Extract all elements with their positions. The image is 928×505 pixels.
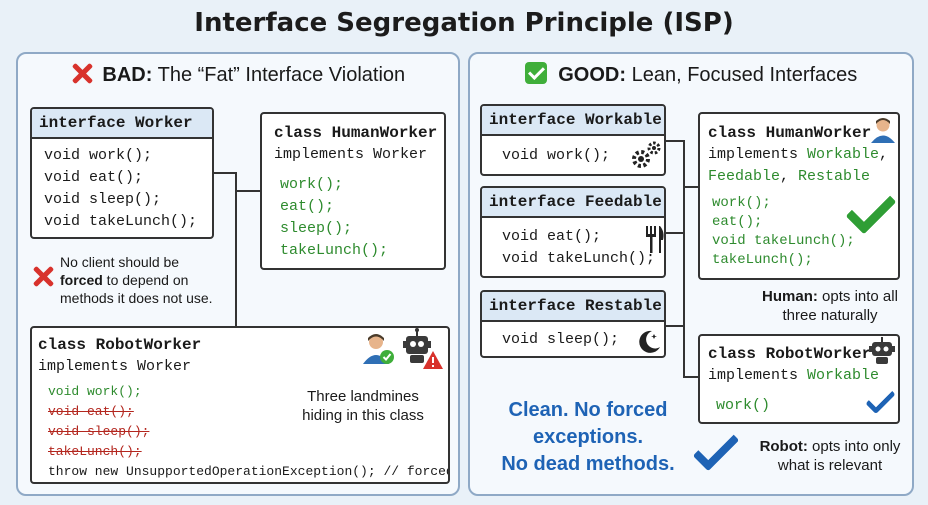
worker-method: void takeLunch(); <box>44 213 198 230</box>
connector-line <box>666 325 684 327</box>
struck-method: void eat(); <box>48 404 134 419</box>
good-human-worker-box: class HumanWorker implements Workable, F… <box>698 112 900 280</box>
struck-method: takeLunch(); <box>48 444 142 459</box>
restable-interface-box: interface Restable void sleep(); <box>480 290 666 358</box>
connector-line <box>235 172 237 327</box>
fork-knife-icon <box>646 226 664 253</box>
bad-human-method: work(); <box>280 176 344 193</box>
good-human-method: eat(); <box>712 214 763 230</box>
bad-human-implements: implements Worker <box>274 146 428 163</box>
bad-human-worker-box: class HumanWorker implements Worker work… <box>260 112 446 270</box>
throw-line: throw new UnsupportedOperationException(… <box>48 464 450 479</box>
isp-rule-text: No client should be forced to depend on … <box>60 254 213 306</box>
good-human-method: work(); <box>712 195 771 211</box>
connector-line <box>214 172 236 174</box>
good-robot-class-name: class RobotWorker <box>708 345 872 363</box>
x-mark-icon <box>71 62 93 84</box>
connector-line <box>683 376 699 378</box>
worker-interface-header: interface Worker <box>32 109 212 139</box>
bad-human-method: eat(); <box>280 198 335 215</box>
connector-line <box>666 232 684 234</box>
good-human-method: void takeLunch(); <box>712 233 855 249</box>
connector-line <box>683 140 685 378</box>
bad-human-method: takeLunch(); <box>280 242 389 259</box>
human-caption: Human: opts into all three naturally <box>762 288 898 324</box>
connector-line <box>666 140 684 142</box>
x-mark-icon <box>32 265 54 287</box>
workable-header: interface Workable <box>482 106 664 136</box>
bad-robot-method: void work(); <box>48 384 142 399</box>
good-human-implements: implements Workable, <box>708 146 889 163</box>
worker-interface-box: interface Worker void work(); void eat()… <box>30 107 214 239</box>
page-title: Interface Segregation Principle (ISP) <box>194 8 734 38</box>
good-robot-implements: implements Workable <box>708 367 880 384</box>
good-robot-method: work() <box>716 397 771 414</box>
feedable-interface-box: interface Feedable void eat(); void take… <box>480 186 666 278</box>
slogan: Clean. No forced exceptions. No dead met… <box>501 399 675 475</box>
good-robot-worker-box: class RobotWorker implements Workable wo… <box>698 334 900 424</box>
good-human-class-name: class HumanWorker <box>708 124 872 142</box>
user-icon <box>363 334 394 364</box>
worker-method: void sleep(); <box>44 191 162 208</box>
feedable-method: void eat(); <box>502 228 602 245</box>
bad-human-class-name: class HumanWorker <box>274 124 438 142</box>
bad-label: BAD: <box>102 64 153 86</box>
workable-method: void work(); <box>502 147 611 164</box>
robot-icon <box>869 337 895 364</box>
bad-robot-worker-box: class RobotWorker implements Worker void… <box>30 326 450 484</box>
restable-header: interface Restable <box>482 292 664 322</box>
worker-method: void work(); <box>44 147 153 164</box>
feedable-header: interface Feedable <box>482 188 664 218</box>
bad-panel-heading: BAD: The “Fat” Interface Violation <box>18 62 458 87</box>
good-panel-heading: GOOD: Lean, Focused Interfaces <box>470 62 912 87</box>
connector-line <box>683 186 699 188</box>
bad-heading-text: The “Fat” Interface Violation <box>157 64 406 86</box>
good-human-implements-cont: Feedable, Restable <box>708 168 871 185</box>
robot-caption: Robot: opts into only what is relevant <box>759 438 901 474</box>
worker-method: void eat(); <box>44 169 144 186</box>
moon-icon <box>639 330 660 353</box>
landmines-note: Three landmines hiding in this class <box>302 388 424 424</box>
good-heading-text: Lean, Focused Interfaces <box>631 64 858 86</box>
struck-method: void sleep(); <box>48 424 150 439</box>
bad-robot-class-name: class RobotWorker <box>38 336 202 354</box>
connector-line <box>235 190 261 192</box>
user-icon <box>871 118 895 143</box>
gears-icon <box>632 141 661 168</box>
restable-method: void sleep(); <box>502 331 620 348</box>
bad-human-method: sleep(); <box>280 220 353 237</box>
bad-robot-implements: implements Worker <box>38 358 192 375</box>
feedable-method: void takeLunch(); <box>502 250 656 267</box>
good-label: GOOD: <box>558 64 627 86</box>
green-checkbox-icon <box>524 62 547 84</box>
robot-icon <box>403 328 431 363</box>
good-human-method: takeLunch(); <box>712 252 813 268</box>
warning-icon <box>423 351 443 369</box>
